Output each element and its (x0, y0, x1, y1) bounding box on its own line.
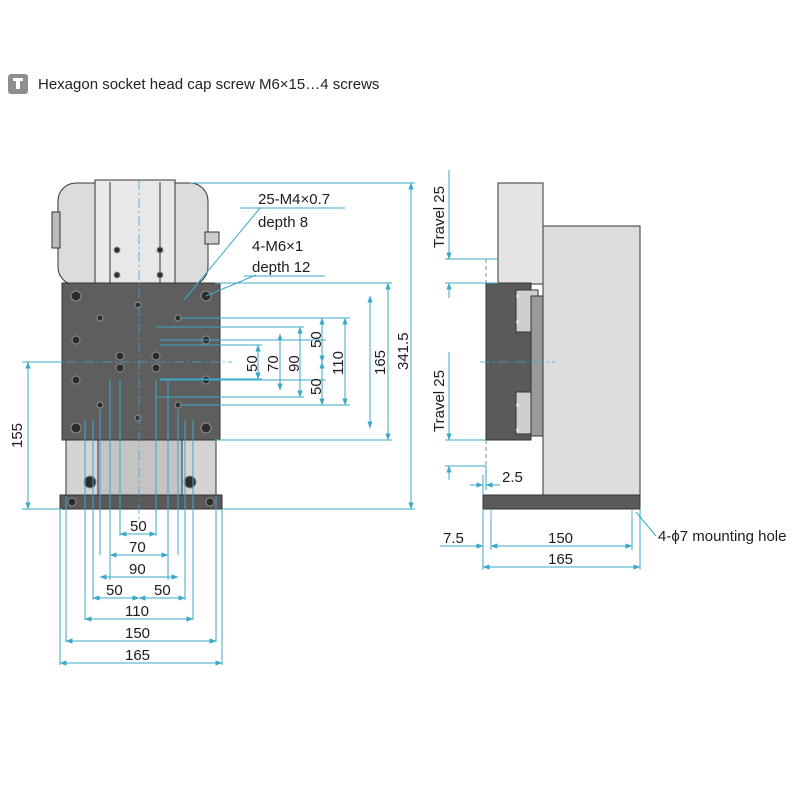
bottom-dim-70: 70 (129, 539, 146, 556)
bottom-dim-150: 150 (125, 625, 150, 642)
travel-top-label: Travel 25 (431, 186, 448, 248)
base-width-label: 165 (548, 551, 573, 568)
overall-height-label: 341.5 (395, 332, 412, 370)
bottom-dim-90: 90 (129, 561, 146, 578)
wrench-screw-icon (8, 74, 28, 94)
right-dim-50c: 50 (308, 378, 325, 395)
motor-body (94, 179, 176, 287)
m4-depth-label: depth 8 (258, 214, 308, 231)
right-dim-50b: 50 (308, 331, 325, 348)
side-column (542, 225, 641, 497)
side-labels: Travel 25 Travel 25 2.5 7.5 150 165 4-ϕ7… (431, 186, 786, 568)
hole-pitch-label: 150 (548, 530, 573, 547)
bottom-dim-50c: 50 (154, 582, 171, 599)
side-base (482, 494, 641, 510)
right-dim-90: 90 (286, 355, 303, 372)
left-height-label: 155 (9, 423, 26, 448)
right-dim-165: 165 (372, 350, 389, 375)
right-dim-50a: 50 (244, 355, 261, 372)
edge-label: 7.5 (443, 530, 464, 547)
m6-holes-label: 4-M6×1 (252, 238, 303, 255)
bottom-dim-165: 165 (125, 647, 150, 664)
front-labels: 25-M4×0.7 depth 8 4-M6×1 depth 12 50 70 … (9, 191, 412, 664)
bottom-dim-50a: 50 (130, 518, 147, 535)
side-view (480, 182, 641, 518)
mounting-hole-label: 4-ϕ7 mounting hole (658, 528, 786, 545)
screw-note-text: Hexagon socket head cap screw M6×15…4 sc… (38, 75, 380, 93)
stage-plate (61, 282, 221, 441)
front-dimensions (22, 182, 415, 666)
m6-depth-label: depth 12 (252, 259, 310, 276)
screw-note: Hexagon socket head cap screw M6×15…4 sc… (8, 72, 379, 96)
side-dimensions (440, 170, 657, 570)
travel-bottom-label: Travel 25 (431, 370, 448, 432)
right-dim-110: 110 (330, 351, 347, 375)
right-dim-70: 70 (265, 355, 282, 372)
front-view (30, 179, 232, 520)
bottom-dim-50b: 50 (106, 582, 123, 599)
side-motor (497, 182, 544, 285)
bottom-dim-110: 110 (125, 603, 149, 620)
stage-base (59, 494, 223, 510)
m4-holes-label: 25-M4×0.7 (258, 191, 330, 208)
offset-label: 2.5 (502, 469, 523, 486)
